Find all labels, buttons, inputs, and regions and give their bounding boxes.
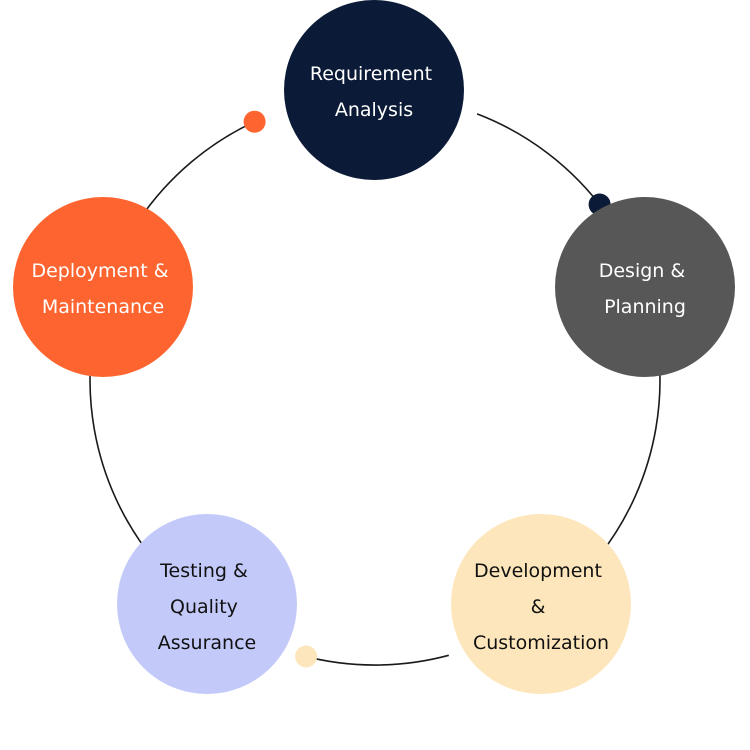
stage-deployment-maintenance: Deployment & Maintenance bbox=[13, 197, 193, 377]
stage-circle-deployment-maintenance bbox=[13, 197, 193, 377]
connector-dot bbox=[295, 645, 318, 668]
stage-label-line: Deployment & bbox=[31, 260, 168, 282]
stage-label-line: Assurance bbox=[158, 632, 256, 654]
stage-requirement-analysis: Requirement Analysis bbox=[284, 0, 464, 180]
stage-design-planning: Design & Planning bbox=[555, 197, 735, 377]
stage-label-line: & bbox=[531, 596, 546, 618]
stage-label-line: Planning bbox=[604, 296, 686, 318]
stage-label-line: Customization bbox=[473, 632, 609, 654]
connector-arc bbox=[138, 118, 260, 222]
stage-label-deployment-maintenance: Deployment & Maintenance bbox=[31, 260, 174, 318]
stage-development-customization: Development & Customization bbox=[451, 514, 631, 694]
stage-label-line: Testing & bbox=[159, 560, 248, 582]
stage-label-line: Maintenance bbox=[42, 296, 164, 318]
stage-testing-quality-assurance: Testing & Quality Assurance bbox=[117, 514, 297, 694]
stage-label-line: Design & bbox=[599, 260, 686, 282]
stage-circle-development-customization bbox=[451, 514, 631, 694]
stage-label-line: Development bbox=[474, 560, 602, 582]
stage-label-line: Quality bbox=[170, 596, 238, 618]
connector-arc bbox=[300, 654, 450, 666]
stage-circle-requirement-analysis bbox=[284, 0, 464, 180]
stage-label-testing-quality-assurance: Testing & Quality Assurance bbox=[158, 560, 256, 654]
stage-label-design-planning: Design & Planning bbox=[599, 260, 692, 318]
stage-label-line: Analysis bbox=[335, 99, 413, 121]
stage-label-requirement-analysis: Requirement Analysis bbox=[310, 63, 438, 121]
stage-label-line: Requirement bbox=[310, 63, 432, 85]
stage-circle-design-planning bbox=[555, 197, 735, 377]
connector-dot bbox=[243, 110, 266, 133]
stage-circle-testing-quality-assurance bbox=[117, 514, 297, 694]
stage-label-development-customization: Development & Customization bbox=[473, 560, 609, 654]
connector-arc bbox=[476, 113, 607, 213]
